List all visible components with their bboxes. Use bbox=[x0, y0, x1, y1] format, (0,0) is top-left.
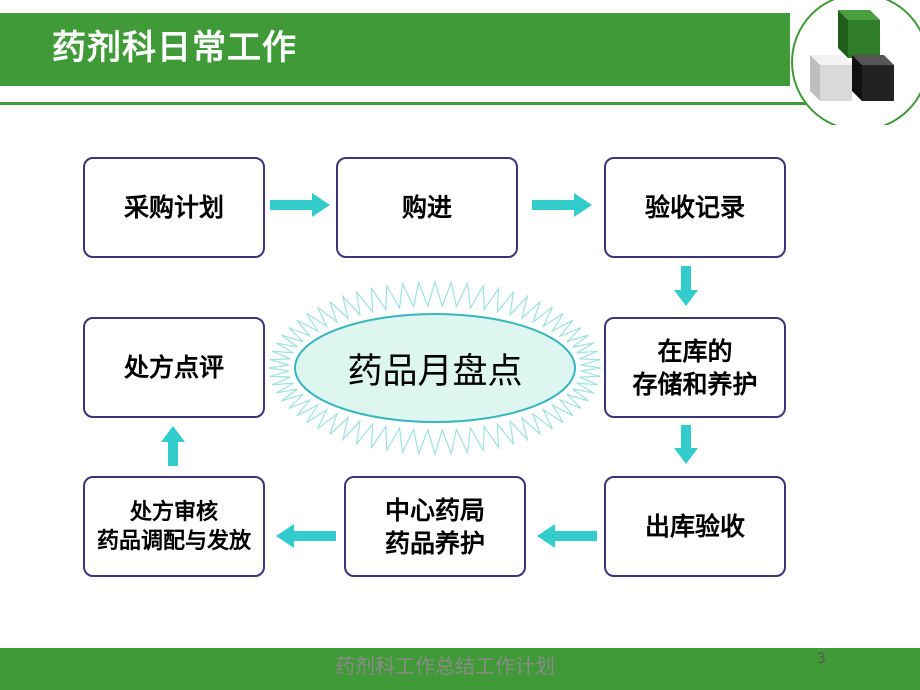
header-bar bbox=[0, 13, 790, 86]
prescription-review-box[interactable]: 处方点评 bbox=[83, 317, 265, 418]
procurement-plan-box[interactable]: 采购计划 bbox=[83, 157, 265, 258]
arrow-right-icon bbox=[532, 193, 592, 217]
cubes-logo-icon bbox=[791, 0, 920, 125]
outbound-acceptance-box[interactable]: 出库验收 bbox=[604, 476, 786, 577]
arrow-left-icon bbox=[276, 524, 336, 548]
storage-maintenance-box[interactable]: 在库的 存储和养护 bbox=[604, 317, 786, 418]
footer-text: 药剂科工作总结工作计划 bbox=[335, 654, 555, 678]
monthly-inventory-label: 药品月盘点 bbox=[347, 352, 523, 392]
purchase-box[interactable]: 购进 bbox=[336, 157, 518, 258]
central-pharmacy-box[interactable]: 中心药局 药品养护 bbox=[344, 476, 526, 577]
acceptance-record-box[interactable]: 验收记录 bbox=[604, 157, 786, 258]
page-title: 药剂科日常工作 bbox=[52, 28, 297, 68]
prescription-dispensing-box[interactable]: 处方审核 药品调配与发放 bbox=[83, 476, 265, 577]
center-ellipse bbox=[294, 313, 576, 423]
arrow-down-icon bbox=[674, 266, 698, 306]
page-number: 3 bbox=[817, 651, 826, 667]
header-divider bbox=[0, 102, 880, 105]
arrow-down-icon bbox=[674, 425, 698, 464]
arrow-up-icon bbox=[161, 426, 185, 466]
arrow-right-icon bbox=[270, 193, 330, 217]
arrow-left-icon bbox=[537, 524, 597, 548]
footer-bar bbox=[0, 648, 920, 690]
